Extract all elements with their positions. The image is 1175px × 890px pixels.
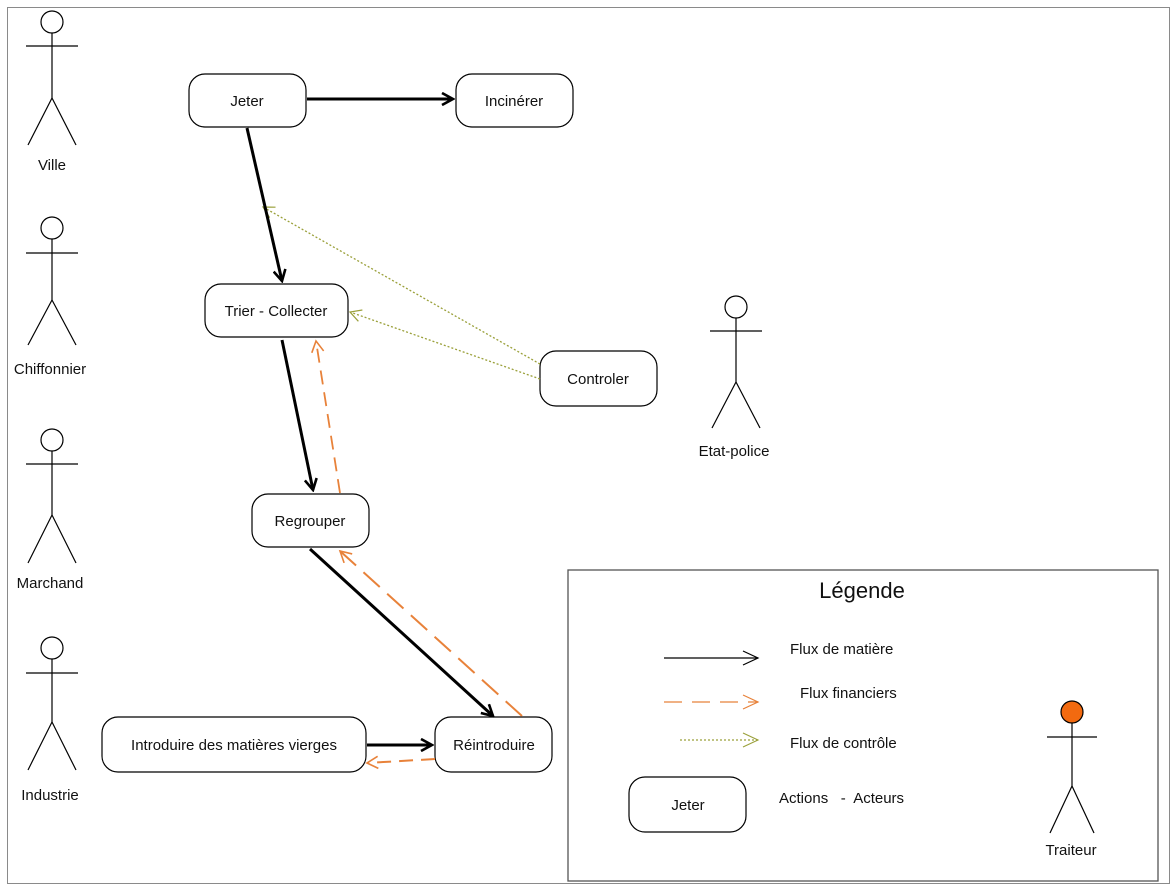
legend-sample-action-box — [628, 776, 747, 833]
action-incinerer: Incinérer — [455, 73, 574, 128]
legend-actions-acteurs-label: Actions - Acteurs — [779, 790, 904, 807]
action-incinerer-label: Incinérer — [485, 93, 543, 110]
legend-controle-label: Flux de contrôle — [790, 735, 897, 752]
legend-traiteur-label: Traiteur — [1045, 842, 1096, 859]
action-trier-collecter-label: Trier - Collecter — [225, 303, 328, 320]
flow-matiere-regrouper-to-reintroduire — [308, 547, 493, 716]
actor-etat-police — [710, 295, 762, 429]
actor-etat-police-label: Etat-police — [699, 443, 770, 460]
action-trier-collecter: Trier - Collecter — [204, 283, 349, 338]
legend: Légende Flux de matière Flux financiers … — [567, 569, 1159, 882]
flow-financier-reintroduire-to-regrouper — [338, 549, 523, 717]
action-controler: Controler — [539, 350, 658, 407]
action-introduire-label: Introduire des matières vierges — [131, 737, 337, 754]
actor-industrie-label: Industrie — [21, 787, 79, 804]
flow-financier-regrouper-to-trier — [311, 339, 341, 494]
legend-matiere-label: Flux de matière — [790, 641, 893, 658]
action-reintroduire-label: Réintroduire — [453, 737, 535, 754]
flow-matiere-jeter-to-trier — [245, 127, 282, 281]
legend-financier-label: Flux financiers — [800, 685, 897, 702]
flow-financier-reintroduire-to-introduire — [365, 755, 436, 770]
actor-ville — [26, 10, 78, 146]
action-reintroduire: Réintroduire — [434, 716, 553, 773]
action-introduire: Introduire des matières vierges — [101, 716, 367, 773]
action-jeter: Jeter — [188, 73, 307, 128]
flow-controle-to-jeter — [261, 206, 541, 365]
flow-controle-to-trier — [348, 309, 541, 380]
legend-title: Légende — [819, 578, 905, 603]
action-jeter-label: Jeter — [230, 93, 263, 110]
action-controler-label: Controler — [567, 371, 629, 388]
actor-chiffonnier-label: Chiffonnier — [14, 361, 86, 378]
actor-industrie — [26, 636, 78, 771]
actor-ville-label: Ville — [38, 157, 66, 174]
action-regrouper: Regrouper — [251, 493, 370, 548]
actor-marchand-label: Marchand — [17, 575, 84, 592]
actor-marchand — [26, 428, 78, 564]
legend-traiteur-actor — [1047, 700, 1097, 834]
action-regrouper-label: Regrouper — [275, 513, 346, 530]
actor-chiffonnier — [26, 216, 78, 346]
flow-matiere-trier-to-regrouper — [280, 339, 313, 490]
legend-sample-action-label: Jeter — [671, 797, 704, 814]
